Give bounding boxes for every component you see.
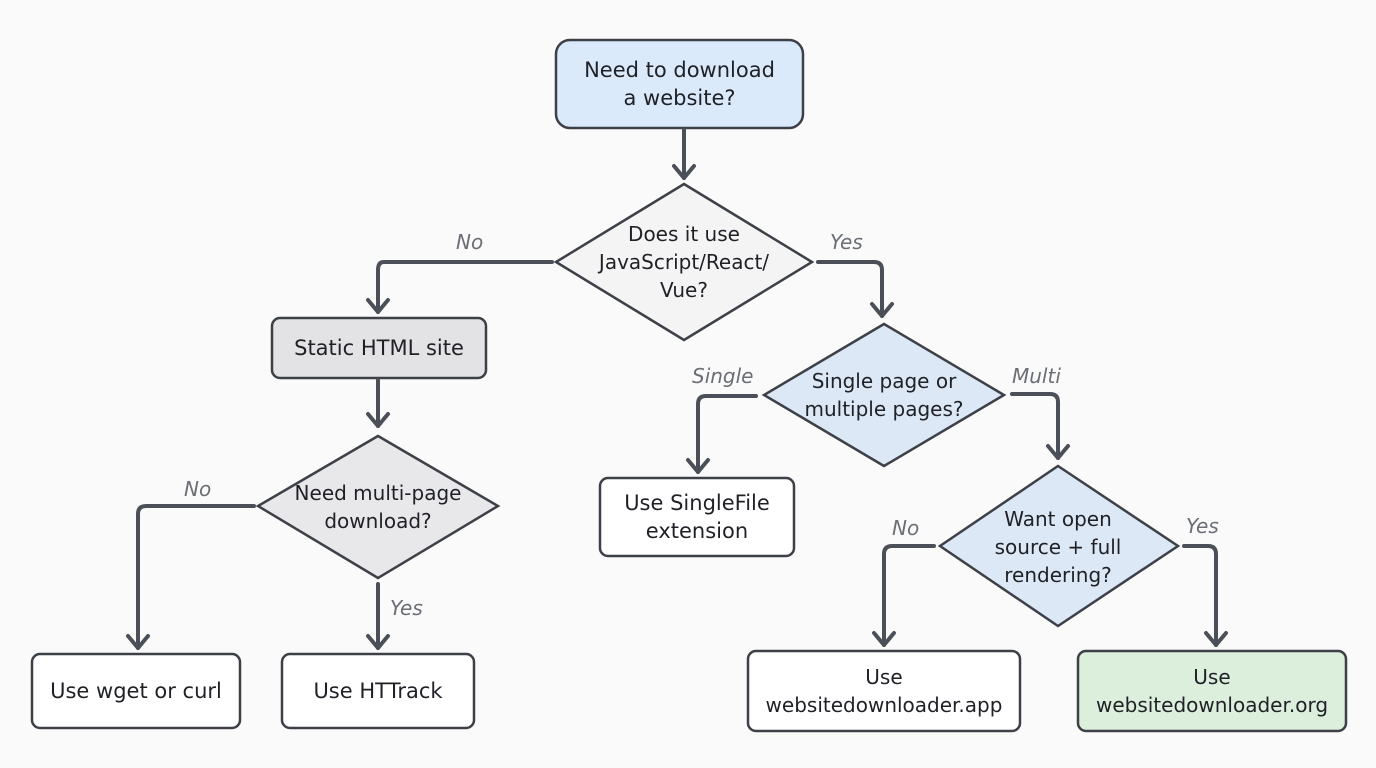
node-q-single-multi-shape [761,322,1007,468]
node-wget-shape [30,652,242,730]
edge-label-multipage-yes: Yes [390,596,423,620]
node-wget: Use wget or curl [50,679,222,703]
node-singlefile: Use SingleFile extension [624,491,770,543]
edge-label-opensource-no: No [892,516,920,540]
arrowhead-start-to-js [672,164,696,180]
node-q-opensource: Want open source + full rendering? [994,507,1122,587]
node-static-site-shape [270,316,488,380]
edge-label-opensource-yes: Yes [1186,514,1219,538]
arrow-opensource-yes [1182,544,1218,647]
node-org: Use websitedownloader.org [1095,665,1329,717]
node-singlefile-shape [598,476,796,558]
node-q-opensource-shape [937,464,1181,628]
edge-label-single: Single [692,364,754,388]
arrowhead-js-no [366,298,390,314]
node-start-shape [554,38,805,130]
edge-label-multi: Multi [1012,364,1061,388]
arrowhead-multipage-yes [366,634,390,650]
node-static-site: Static HTML site [294,336,464,360]
arrow-opensource-no [882,544,936,647]
arrow-js-no [376,260,554,314]
node-q-single-multi: Single page or multiple pages? [804,369,964,421]
node-httrack: Use HTTrack [313,679,443,703]
arrowhead-single [686,458,710,474]
node-httrack-shape [280,652,476,730]
node-app-shape [746,649,1022,733]
arrowhead-opensource-yes [1204,631,1228,647]
arrowhead-multi [1046,444,1070,460]
edge-label-js-yes: Yes [830,230,863,254]
arrow-multi [1010,392,1060,460]
node-q-js-shape [553,182,815,342]
node-q-multipage: Need multi-page download? [294,481,462,533]
arrowhead-opensource-no [872,631,896,647]
node-org-shape [1076,649,1348,733]
arrow-multipage-no [136,504,256,650]
node-app: Use websitedownloader.app [765,665,1003,717]
edge-label-js-no: No [456,230,484,254]
edge-label-multipage-no: No [184,477,212,501]
arrowhead-js-yes [870,302,894,318]
node-q-multipage-shape [255,434,501,580]
arrow-js-yes [816,260,884,318]
node-q-js: Does it use JavaScript/React/ Vue? [598,222,770,302]
arrowhead-multipage-no [126,634,150,650]
arrow-single [696,394,758,474]
arrowhead-static-to-multipage [366,412,390,428]
node-start: Need to download a website? [584,58,775,110]
